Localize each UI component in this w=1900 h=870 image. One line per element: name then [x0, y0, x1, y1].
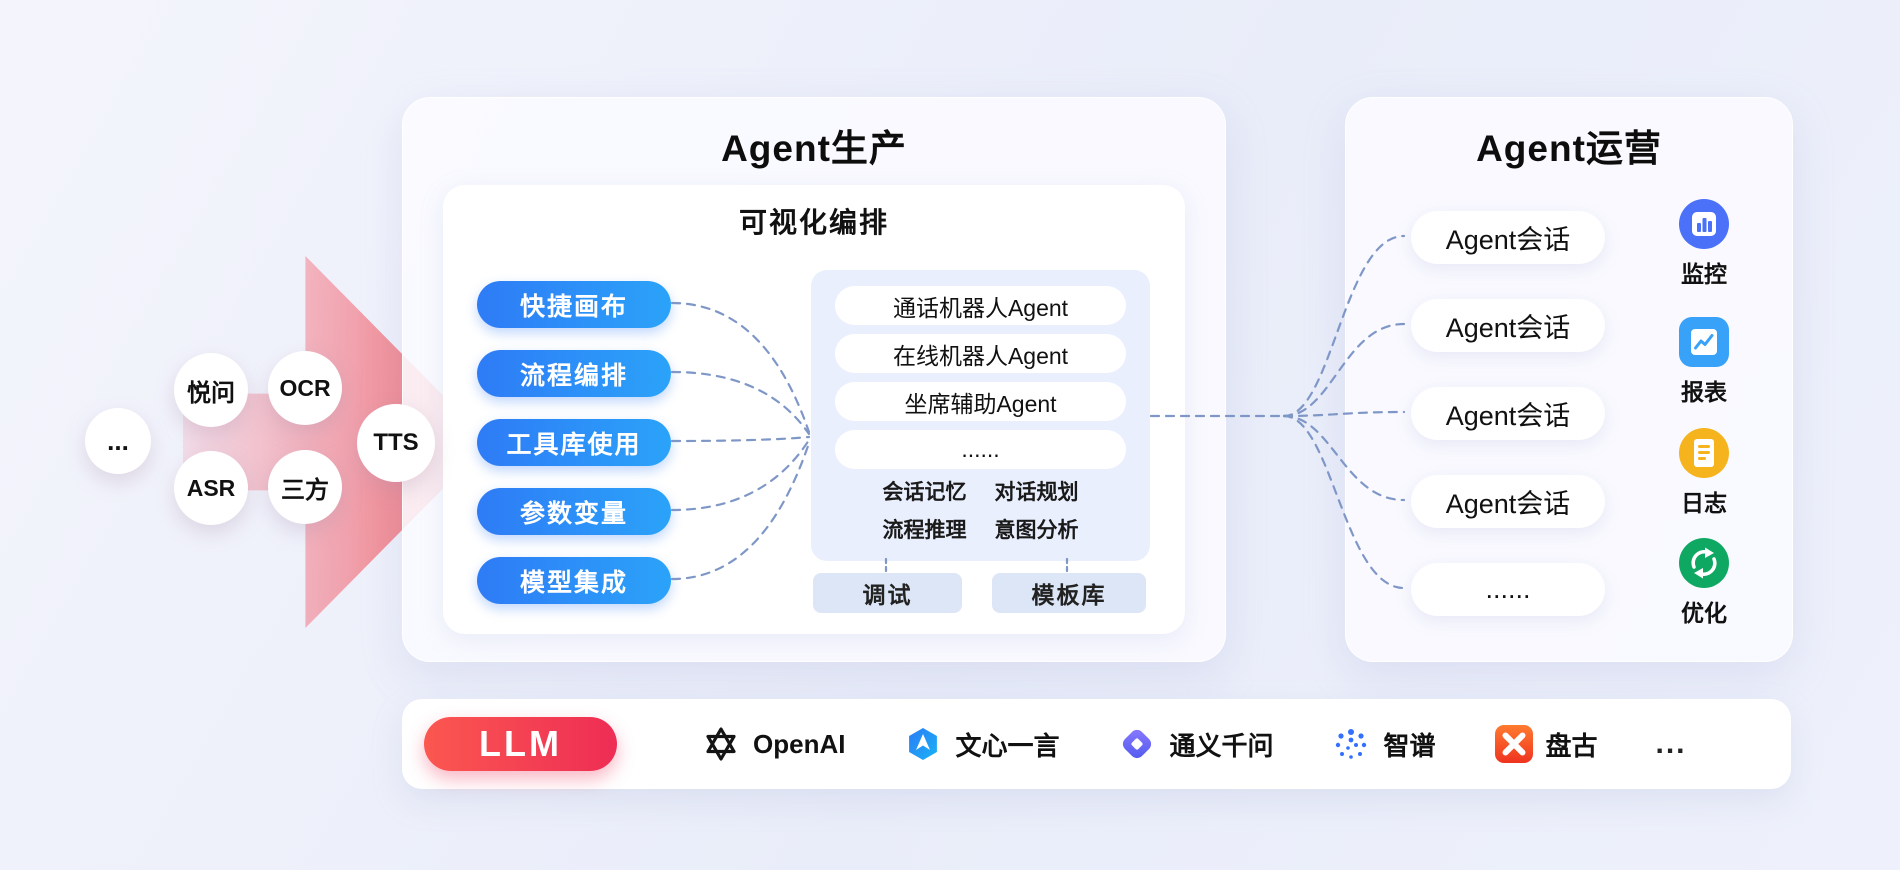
agent-session-pill: Agent会话 — [1411, 475, 1605, 528]
feature-optimize: 优化 — [1668, 537, 1740, 628]
agent-session-pill: Agent会话 — [1411, 299, 1605, 352]
source-circle-ocr: OCR — [268, 351, 342, 425]
feature-monitor-label: 监控 — [1681, 261, 1727, 287]
capability-flow-reasoning: 流程推理 — [882, 519, 967, 542]
source-circle-tts: TTS — [357, 404, 435, 482]
production-title: Agent生产 — [721, 128, 907, 169]
capability-dialog-planning: 对话规划 — [994, 481, 1079, 504]
template-library-button: 模板库 — [992, 573, 1146, 613]
report-icon — [1678, 316, 1730, 368]
agent-session-pill: Agent会话 — [1411, 211, 1605, 264]
agent-session-pill-more: ...... — [1411, 563, 1605, 616]
source-circle-asr: ASR — [174, 451, 248, 525]
agent-type-call-bot: 通话机器人Agent — [835, 286, 1126, 325]
monitor-icon — [1678, 198, 1730, 250]
orchestration-title: 可视化编排 — [738, 207, 889, 238]
provider-pangu: 盘古 — [1494, 724, 1598, 764]
tool-button-tool-library: 工具库使用 — [477, 419, 671, 466]
zhipu-icon — [1331, 724, 1371, 764]
feature-monitor: 监控 — [1668, 198, 1740, 289]
pangu-icon — [1494, 724, 1534, 764]
agent-session-pill: Agent会话 — [1411, 387, 1605, 440]
provider-zhipu-label: 智谱 — [1383, 730, 1436, 761]
orchestration-card: 可视化编排 快捷画布 流程编排 工具库使用 参数变量 模型集成 通话机器人Age… — [443, 185, 1185, 634]
source-asr-label: ASR — [186, 474, 236, 501]
debug-button: 调试 — [813, 573, 962, 613]
agent-types-panel: 通话机器人Agent 在线机器人Agent 坐席辅助Agent ...... 会… — [811, 270, 1150, 561]
agent-type-seat-assist: 坐席辅助Agent — [835, 382, 1126, 421]
log-icon — [1678, 427, 1730, 479]
source-circle-thirdparty: 三方 — [268, 450, 342, 524]
feature-report-label: 报表 — [1681, 379, 1727, 405]
provider-pangu-label: 盘古 — [1545, 730, 1598, 761]
llm-badge: LLM — [424, 717, 617, 771]
agent-type-online-bot: 在线机器人Agent — [835, 334, 1126, 373]
feature-log: 日志 — [1668, 427, 1740, 518]
tool-button-quick-canvas: 快捷画布 — [477, 281, 671, 328]
capability-line-2: 流程推理 意图分析 — [835, 516, 1126, 545]
source-circle-yuewen: 悦问 — [174, 353, 248, 427]
wenxin-icon — [903, 724, 943, 764]
capability-line-1: 会话记忆 对话规划 — [835, 478, 1126, 507]
provider-zhipu: 智谱 — [1331, 724, 1436, 764]
tool-button-parameters: 参数变量 — [477, 488, 671, 535]
llm-bar: LLM OpenAI 文心一言 通义千问 智谱 — [402, 699, 1791, 789]
agent-type-more: ...... — [835, 430, 1126, 469]
operations-title: Agent运营 — [1476, 128, 1662, 169]
provider-wenxin: 文心一言 — [903, 724, 1059, 764]
source-more-label: ... — [107, 425, 129, 456]
provider-tongyi: 通义千问 — [1117, 724, 1273, 764]
source-thirdparty-label: 三方 — [281, 476, 329, 504]
provider-openai: OpenAI — [701, 724, 845, 764]
operations-panel: Agent运营 Agent会话 Agent会话 Agent会话 Agent会话 … — [1345, 97, 1793, 662]
feature-report: 报表 — [1668, 316, 1740, 407]
tool-button-flow-orchestration: 流程编排 — [477, 350, 671, 397]
source-circle-more: ... — [85, 408, 151, 474]
source-ocr-label: OCR — [279, 374, 331, 401]
source-yuewen-label: 悦问 — [187, 379, 235, 407]
tool-button-model-integration: 模型集成 — [477, 557, 671, 604]
openai-icon — [701, 724, 741, 764]
providers-more-label: ... — [1655, 727, 1687, 760]
capability-intent-analysis: 意图分析 — [994, 519, 1079, 542]
source-tts-label: TTS — [373, 429, 419, 456]
tongyi-icon — [1117, 724, 1157, 764]
provider-wenxin-label: 文心一言 — [955, 730, 1060, 761]
provider-openai-label: OpenAI — [753, 728, 846, 759]
feature-optimize-label: 优化 — [1681, 600, 1727, 626]
capability-session-memory: 会话记忆 — [882, 481, 967, 504]
production-panel: Agent生产 可视化编排 快捷画布 流程编排 工具库使用 参数变量 模型集成 … — [402, 97, 1226, 662]
provider-tongyi-label: 通义千问 — [1169, 730, 1274, 761]
feature-log-label: 日志 — [1681, 490, 1727, 516]
optimize-icon — [1678, 537, 1730, 589]
